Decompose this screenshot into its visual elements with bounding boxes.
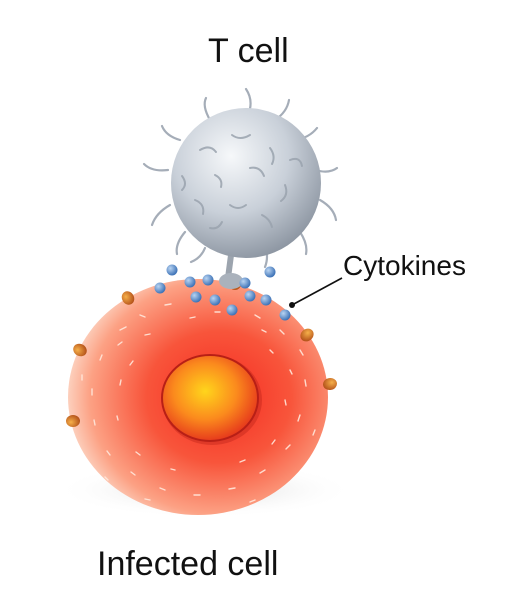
cytokines — [154, 264, 291, 321]
cytokine-dot — [154, 282, 166, 294]
cytokines-label: Cytokines — [343, 250, 466, 281]
t-cell-label: T cell — [208, 32, 289, 70]
cytokine-dot — [166, 264, 178, 276]
infected-cell-label: Infected cell — [97, 545, 279, 583]
t-cell-surface-texture — [181, 134, 303, 230]
cytokine-dot — [279, 309, 291, 321]
cytokine-dot — [264, 266, 276, 278]
cytokine-dot — [260, 294, 272, 306]
infected-cell — [68, 279, 328, 515]
cytokines-leader — [289, 277, 343, 308]
cytokine-dot — [244, 290, 256, 302]
cytokine-dot — [239, 277, 251, 289]
cytoplasm-speckles — [81, 303, 316, 503]
cytokine-dot — [209, 294, 221, 306]
cytokine-dot — [202, 274, 214, 286]
cytokine-dot — [184, 276, 196, 288]
cytokine-dot — [226, 304, 238, 316]
cytokine-dot — [190, 291, 202, 303]
nucleus — [161, 354, 259, 442]
t-cell — [142, 87, 339, 269]
